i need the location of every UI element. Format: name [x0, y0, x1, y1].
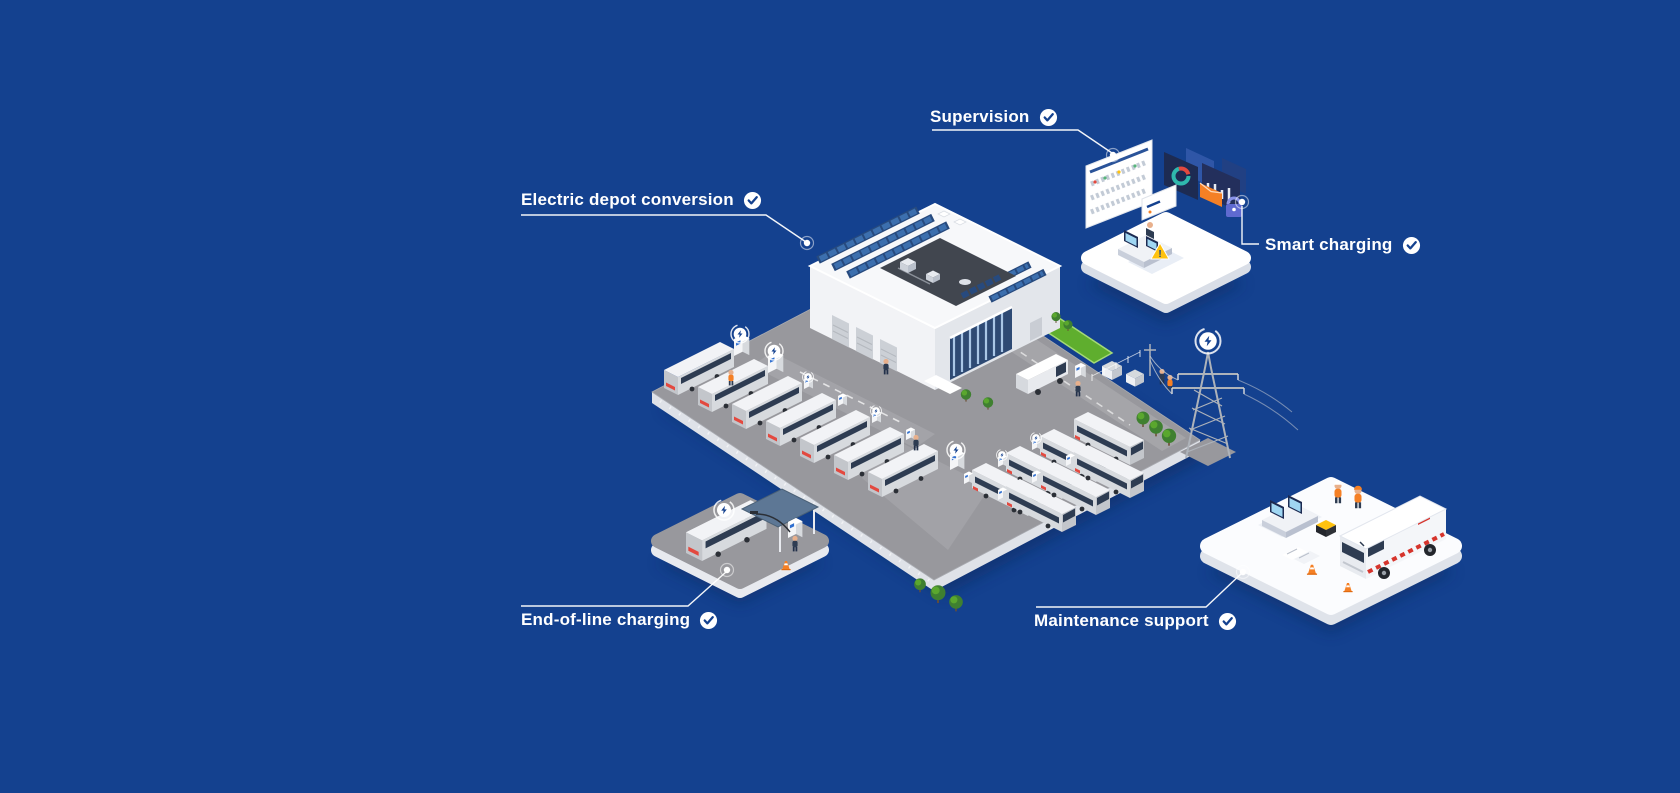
wheel-hub: [1381, 570, 1387, 576]
callout-line-smart-charging: [1241, 206, 1259, 245]
callout-label: Supervision: [930, 107, 1030, 126]
check-icon: [700, 611, 718, 629]
entrance-canopy: [924, 375, 962, 394]
maintenance-van: [1338, 495, 1448, 579]
building-sw-wall: [810, 266, 935, 390]
substation: [1091, 344, 1173, 391]
lightning-icon: [1194, 327, 1222, 355]
donut-chart: [1171, 166, 1191, 186]
callout-dots: [719, 147, 1251, 580]
callout-dot[interactable]: [799, 235, 815, 251]
monitor-screen: [1289, 498, 1301, 512]
side-door: [1030, 317, 1042, 341]
main-depot: [651, 202, 1299, 613]
callout-supervision[interactable]: Supervision: [930, 107, 1058, 127]
worker: [1353, 485, 1363, 509]
desk-front: [1118, 249, 1144, 268]
callout-smart-charging[interactable]: Smart charging: [1265, 235, 1421, 255]
callout-line-electric-depot: [521, 214, 807, 243]
tree: [913, 577, 927, 593]
desk-top: [1118, 235, 1172, 262]
check-icon: [743, 191, 761, 209]
check-icon: [1218, 612, 1236, 630]
callout-maintenance-support[interactable]: Maintenance support: [1034, 611, 1237, 631]
callout-dot[interactable]: [1234, 194, 1250, 210]
callout-line-maintenance: [1036, 572, 1243, 608]
van-side-window: [1368, 539, 1384, 557]
supervision-scene: !: [1081, 139, 1251, 323]
lane-marking: [944, 301, 1131, 426]
mail-flap: [1199, 182, 1223, 194]
monitor-screen: [1271, 503, 1283, 517]
garage-doors: [832, 315, 897, 372]
callout-label: Electric depot conversion: [521, 190, 734, 209]
callout-dot[interactable]: [1105, 147, 1121, 163]
van-mirror: [1359, 541, 1365, 547]
lightning-icon: [713, 499, 735, 521]
floating-cards: [1141, 148, 1246, 221]
warning-icon: !: [1150, 241, 1170, 260]
charging-cable: [755, 513, 791, 533]
dashboard-screen: [1085, 139, 1153, 229]
desk-front: [1262, 520, 1286, 538]
lock-keyhole: [1232, 207, 1236, 212]
desk-top: [1262, 504, 1318, 532]
lightning-icon: [764, 341, 784, 361]
mini-screen-dot: [1148, 210, 1152, 214]
roof-vent: [937, 210, 951, 218]
desk-side: [1286, 516, 1318, 538]
callout-dot[interactable]: [1235, 564, 1251, 580]
lightning-icon: [730, 324, 750, 344]
donut-chart-segment: [1171, 166, 1191, 186]
callout-lines: [521, 129, 1259, 608]
mini-screen-logo: [1146, 200, 1161, 209]
callout-label: End-of-line charging: [521, 610, 691, 629]
monitor-screen: [1147, 239, 1157, 250]
depot-van: [1016, 354, 1068, 395]
tree: [948, 594, 964, 613]
charging-canopy: [740, 488, 820, 528]
check-icon: [1402, 236, 1420, 254]
edge-bollards: [659, 399, 931, 583]
callout-electric-depot-conversion[interactable]: Electric depot conversion: [521, 190, 762, 210]
roof-vent: [953, 218, 967, 226]
toolbox: [1316, 520, 1336, 537]
power-pylon: [1149, 327, 1299, 466]
maintenance-scene: [1200, 477, 1462, 633]
pantograph: [750, 511, 758, 514]
lightning-icon: [946, 440, 966, 460]
monitor-screen: [1125, 233, 1137, 246]
callout-line-supervision: [932, 129, 1113, 154]
callout-label: Smart charging: [1265, 235, 1393, 254]
callout-label: Maintenance support: [1034, 611, 1209, 630]
svg-text:!: !: [1158, 249, 1161, 260]
van-grille: [1342, 561, 1364, 573]
van-roof: [1338, 495, 1448, 550]
worker: [1333, 480, 1343, 504]
callout-end-of-line-charging[interactable]: End-of-line charging: [521, 610, 718, 630]
mail-icon: [1200, 183, 1222, 207]
van-windshield: [1342, 542, 1364, 563]
glass-facade: [949, 305, 1013, 380]
end-of-line-scene: [651, 488, 829, 604]
solar-panels: [816, 206, 1047, 303]
documents: [1282, 547, 1320, 564]
callout-line-end-of-line: [521, 571, 727, 607]
callout-dot[interactable]: [719, 562, 735, 578]
wheel-hub: [1427, 547, 1433, 553]
lane-marking: [799, 371, 901, 423]
operator-head: [1147, 222, 1153, 228]
roof-courtyard: [880, 238, 1016, 306]
check-icon: [1039, 108, 1057, 126]
tree: [929, 584, 947, 604]
depot-building: [807, 202, 1063, 394]
